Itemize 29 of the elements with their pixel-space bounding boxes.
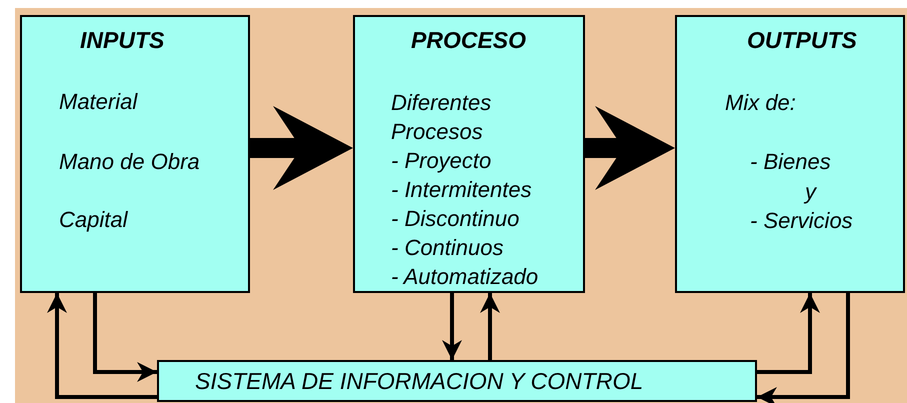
control-system-box	[157, 360, 757, 402]
arrow	[93, 293, 157, 382]
box-text: y	[805, 178, 816, 206]
box-text: Material	[59, 88, 138, 116]
block-arrow	[250, 106, 353, 190]
arrow	[47, 293, 157, 399]
box-text: Diferentes Procesos	[391, 89, 492, 146]
box-text: Capital	[59, 206, 128, 234]
box-heading: PROCESO	[411, 27, 526, 54]
box-text: - Servicios	[750, 207, 853, 235]
box-text: Mix de:	[725, 89, 796, 117]
box-text: Mano de Obra	[59, 148, 200, 176]
arrow	[757, 293, 850, 403]
block-arrow	[585, 106, 675, 190]
arrow	[757, 293, 820, 374]
box-title: SISTEMA DE INFORMACION Y CONTROL	[194, 367, 644, 395]
box-text: - Continuos	[391, 234, 504, 262]
arrow	[480, 293, 500, 360]
box-text: - Intermitentes	[391, 176, 532, 204]
process-box	[20, 15, 250, 293]
arrow	[442, 293, 462, 360]
box-text: - Bienes	[750, 148, 831, 176]
box-text: - Discontinuo	[391, 205, 520, 233]
box-text: - Automatizado	[391, 263, 538, 291]
process-box	[353, 15, 585, 293]
box-text: - Proyecto	[391, 147, 492, 175]
box-heading: OUTPUTS	[747, 27, 857, 54]
process-box	[675, 15, 905, 293]
box-heading: INPUTS	[80, 27, 164, 54]
